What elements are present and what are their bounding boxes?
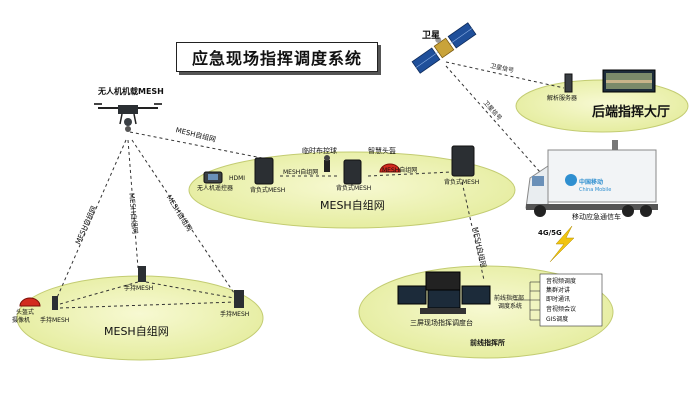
deploy-ball-icon (324, 155, 330, 172)
center-net-name: MESH自组网 (320, 199, 385, 212)
handheld-3-label: 手持MESH (220, 311, 250, 318)
drone-icon (94, 103, 162, 132)
backpack-mesh-1-icon (254, 157, 274, 185)
feature-5: GIS调度 (546, 316, 569, 323)
feature-2: 集群对讲 (546, 287, 571, 294)
command-hall-screen-icon (602, 69, 656, 93)
handheld-mesh-3-icon (234, 290, 244, 308)
front-post-name: 前线指挥所 (470, 339, 505, 347)
deploy-ball-label: 临时布控球 (302, 147, 337, 155)
satellite-label: 卫星 (422, 31, 441, 41)
page-title: 应急现场指挥调度系统 (176, 42, 378, 72)
command-hall-label: 后端指挥大厅 (592, 105, 671, 120)
pack3-label: 背负式MESH (444, 179, 480, 186)
feature-1: 音视频调度 (546, 278, 577, 285)
handheld-1-label: 手持MESH (40, 317, 70, 324)
handheld-mesh-1-icon (52, 296, 58, 310)
backpack-mesh-3-icon (451, 145, 475, 177)
server-icon (564, 73, 573, 93)
vehicle-brand: 中国移动 (579, 179, 604, 186)
controller-label: 无人机遥控器 (197, 185, 234, 192)
vehicle-icon (525, 140, 658, 217)
center-link-2: MESH自组网 (382, 167, 418, 174)
helmet-label-1: 头盔式 (16, 309, 35, 316)
front-system-2: 调度系统 (498, 303, 523, 310)
three-screen-console-icon (397, 271, 491, 314)
smart-helmet-icon (379, 163, 401, 173)
vehicle-brand-en: China Mobile (579, 187, 612, 193)
left-net-name: MESH自组网 (104, 325, 169, 338)
feature-connectors (514, 281, 540, 321)
drone-controller-icon (203, 171, 223, 184)
satellite-icon (411, 22, 477, 74)
helmet-camera-icon (19, 297, 41, 307)
server-label: 解析服务器 (547, 95, 578, 102)
pack2-label: 背负式MESH (336, 185, 372, 192)
center-link-1: MESH自组网 (283, 169, 319, 176)
hdmi-label: HDMI (229, 175, 246, 182)
handheld-2-label: 手持MESH (124, 285, 154, 292)
vehicle-label: 移动应急通信车 (572, 213, 621, 221)
handheld-mesh-2-icon (138, 266, 146, 282)
feature-3: 即时通讯 (546, 296, 571, 303)
wireless-bolt-icon (549, 225, 575, 263)
front-system-1: 前线指挥部 (494, 295, 525, 302)
pack1-label: 背负式MESH (250, 187, 286, 194)
feature-4: 音视频会议 (546, 306, 577, 313)
helmet-label-2: 摄像机 (12, 317, 31, 324)
drone-label: 无人机机载MESH (98, 87, 164, 96)
console-label: 三屏现场指挥调度台 (410, 319, 473, 327)
mesh-links (55, 61, 565, 309)
feature-box (539, 273, 603, 327)
smart-helmet-label: 智慧头盔 (368, 147, 396, 155)
vehicle-signal: 4G/5G (538, 229, 562, 237)
command-hall-platform (515, 79, 689, 133)
backpack-mesh-2-icon (343, 159, 362, 185)
